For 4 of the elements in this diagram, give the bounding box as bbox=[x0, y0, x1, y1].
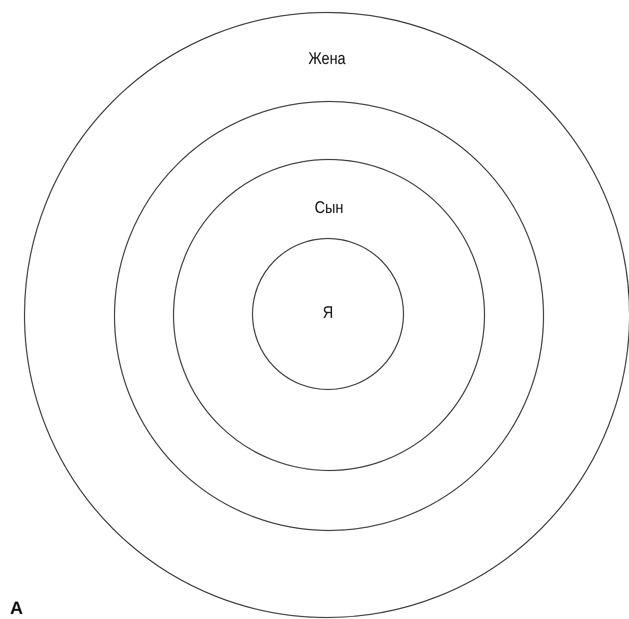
circle-label: Сын bbox=[314, 198, 343, 218]
circle-label: Жена bbox=[308, 49, 346, 69]
circle-label: Я bbox=[323, 303, 334, 324]
panel-letter: А bbox=[10, 598, 23, 619]
